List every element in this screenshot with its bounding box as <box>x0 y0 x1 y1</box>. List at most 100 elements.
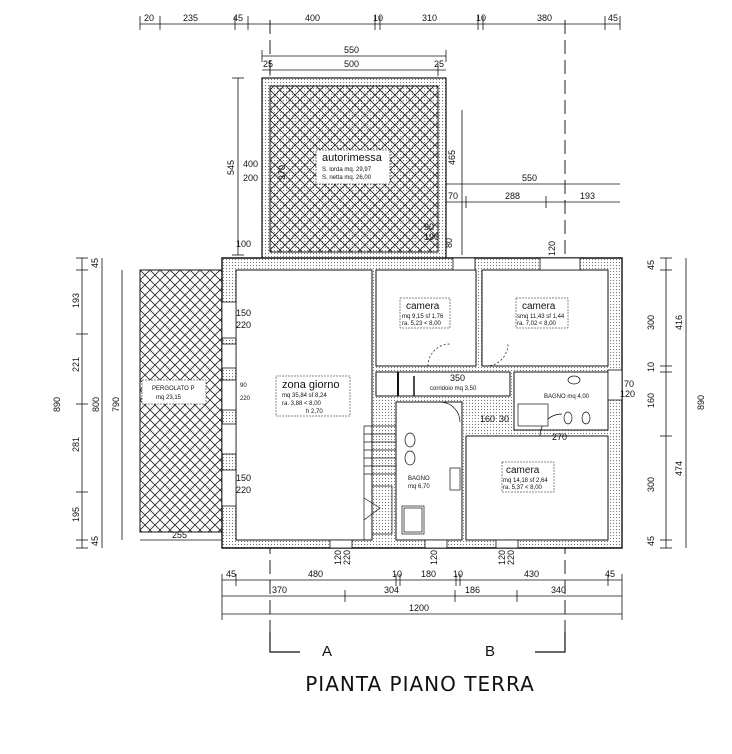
dim-label: 281 <box>71 437 81 452</box>
dim-label: 45 <box>605 569 615 579</box>
camera1-label-box <box>399 297 451 329</box>
dim-label: 400 <box>305 13 320 23</box>
dim-label: 300 <box>646 477 656 492</box>
dim-label: 370 <box>277 165 287 180</box>
zona-name: zona giorno <box>282 379 340 391</box>
dim-label: 45 <box>646 260 656 270</box>
section-marker-a <box>269 632 300 653</box>
dim-label: 480 <box>308 569 323 579</box>
dim-label: 288 <box>505 191 520 201</box>
dim-label: 10 <box>392 569 402 579</box>
right-dimension-chains <box>660 257 687 549</box>
dim-label: 340 <box>551 585 566 595</box>
garage-area-net: S. netta mq. 26,00 <box>322 175 372 181</box>
dim-label: 100 <box>236 239 251 249</box>
garage-width-dims <box>261 50 447 76</box>
dim-label: 190 <box>424 232 439 242</box>
dim-label: 200 <box>243 173 258 183</box>
dim-label: 120 <box>620 389 635 399</box>
dim-label: 310 <box>422 13 437 23</box>
pergolato-area: mq 23,15 <box>156 395 182 401</box>
dim-label: 25 <box>263 59 273 69</box>
dim-label: 220 <box>236 320 251 330</box>
dim-label: 90 <box>424 222 434 232</box>
camera3-area: mq 14,18 sf 2,64 <box>503 478 548 484</box>
dim-label: 45 <box>608 13 618 23</box>
zona-ratio: ra. 3,88 < 8,00 <box>282 401 322 407</box>
bathroom-fixtures <box>401 375 591 535</box>
dim-label: 45 <box>233 13 243 23</box>
dim-label: 20 <box>144 13 154 23</box>
pergolato-label-box <box>141 379 207 405</box>
dim-label: 195 <box>71 507 81 522</box>
windows <box>221 257 623 549</box>
dim-label: 160 <box>646 393 656 408</box>
dim-label: 193 <box>580 191 595 201</box>
bagno-small-name: BAGNO mq 4,00 <box>544 394 590 400</box>
dim-label: 45 <box>646 536 656 546</box>
dim-label: 304 <box>384 585 399 595</box>
dim-label: 550 <box>344 45 359 55</box>
dim-label: 186 <box>465 585 480 595</box>
dim-label: 30 <box>499 414 509 424</box>
dim-label: 70 <box>624 379 634 389</box>
garage-label-box <box>315 149 391 185</box>
camera1-ratio: ra. 5,23 < 8,00 <box>402 321 442 327</box>
dim-label: 160 <box>480 414 495 424</box>
dim-label: 220 <box>240 396 251 402</box>
dim-label: 500 <box>344 59 359 69</box>
section-label-b: B <box>485 643 495 660</box>
dim-label: 430 <box>524 569 539 579</box>
plan-title: PIANTA PIANO TERRA <box>305 672 535 696</box>
garage-walls <box>261 77 447 261</box>
garage-left-dims <box>232 77 244 256</box>
dim-label: 255 <box>172 530 187 540</box>
section-label-a: A <box>322 643 332 660</box>
corridoio-name: corridoio mq 3,50 <box>430 386 477 392</box>
dim-label: 350 <box>450 373 465 383</box>
dim-label: 80 <box>444 238 454 248</box>
dim-label: 70 <box>448 191 458 201</box>
dim-label: 550 <box>522 173 537 183</box>
dim-label: 220 <box>506 550 516 565</box>
bagno-big-name: BAGNO <box>408 476 430 482</box>
dim-label: 474 <box>674 461 684 476</box>
top-dimension-labels: 20 235 45 400 10 310 10 380 45 <box>144 13 618 23</box>
zona-height: h 2,70 <box>306 409 323 415</box>
dim-label: 45 <box>226 569 236 579</box>
dim-label: 300 <box>646 315 656 330</box>
dim-label: 465 <box>447 150 457 165</box>
zona-label-box <box>275 375 351 417</box>
dim-label: 1200 <box>409 603 429 613</box>
dim-label: 45 <box>90 536 100 546</box>
left-dimension-chains <box>76 257 123 549</box>
camera3-label-box <box>501 461 555 493</box>
dim-label: 790 <box>111 397 121 412</box>
dim-label: 150 <box>236 473 251 483</box>
garage-name: autorimessa <box>322 152 383 164</box>
dim-label: 220 <box>342 550 352 565</box>
dim-label: 193 <box>71 293 81 308</box>
dim-label: 180 <box>421 569 436 579</box>
camera2-ratio: ra. 7,02 < 8,00 <box>517 321 557 327</box>
dim-label: 890 <box>696 395 706 410</box>
top-dimension-row <box>139 16 621 30</box>
dim-label: 120 <box>333 550 343 565</box>
pergolato-name: PERGOLATO P <box>152 386 194 392</box>
camera2-area: smq 11,43 sf 1,44 <box>517 314 565 320</box>
dim-label: 45 <box>90 258 100 268</box>
bagno-big-area: mq 6,70 <box>408 484 430 490</box>
garage-area-gross: S. lorda mq. 29,97 <box>322 167 372 173</box>
garage-right-dims <box>446 183 620 208</box>
dim-label: 220 <box>236 485 251 495</box>
dim-label: 400 <box>243 159 258 169</box>
dim-label: 800 <box>91 397 101 412</box>
dim-label: 120 <box>497 550 507 565</box>
section-marker-b <box>535 632 566 653</box>
camera3-name: camera <box>506 465 540 476</box>
dim-label: 120 <box>547 241 557 256</box>
dim-label: 890 <box>52 397 62 412</box>
dim-label: 370 <box>272 585 287 595</box>
dim-label: 270 <box>552 432 567 442</box>
